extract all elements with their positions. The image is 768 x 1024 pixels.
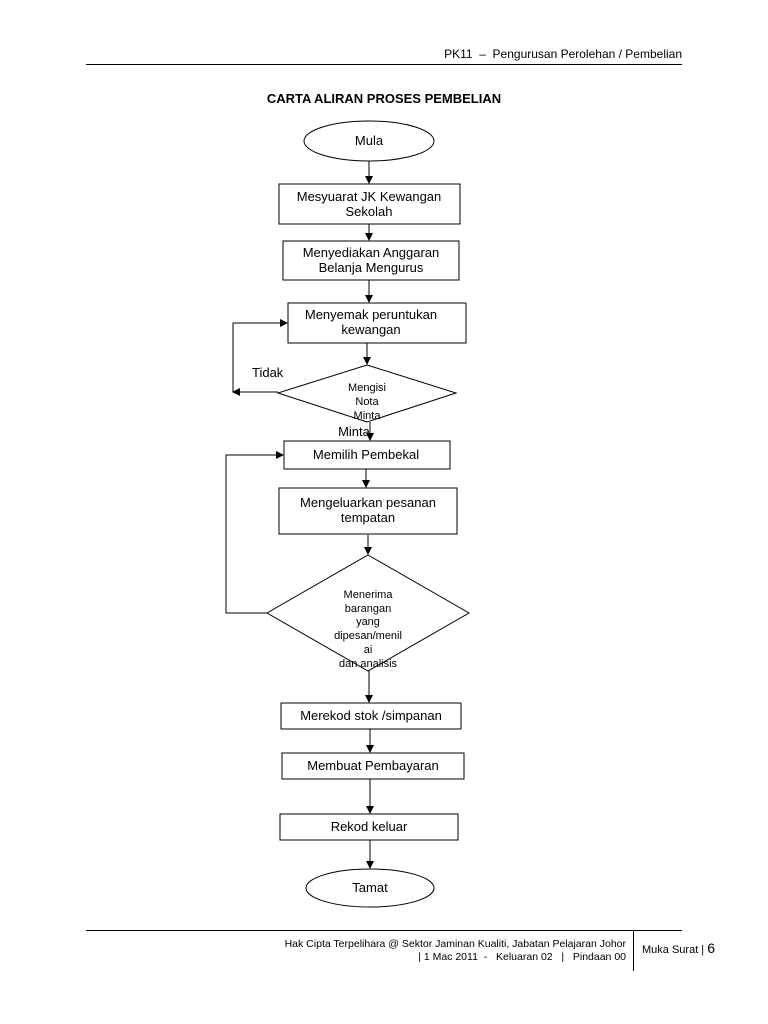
page-number: 6 — [707, 940, 716, 956]
label-tidak: Tidak — [252, 365, 284, 380]
step-pembekal: Memilih Pembekal — [283, 440, 451, 470]
step-rekod-keluar: Rekod keluar — [279, 813, 459, 841]
svg-text:Rekod keluar: Rekod keluar — [331, 819, 408, 834]
svg-text:Menyemak peruntukan: Menyemak peruntukan — [305, 307, 437, 322]
svg-text:dan analisis: dan analisis — [339, 658, 398, 670]
decision-menerima-barangan: Menerima barangan yang dipesan/menil ai … — [265, 554, 471, 672]
svg-text:Nota: Nota — [355, 396, 379, 408]
page-title: CARTA ALIRAN PROSES PEMBELIAN — [266, 91, 502, 106]
svg-text:Merekod stok /simpanan: Merekod stok /simpanan — [300, 708, 442, 723]
loop-d2-s4 — [225, 451, 284, 614]
footer-line1: Hak Cipta Terpelihara @ Sektor Jaminan K… — [284, 938, 626, 950]
svg-text:kewangan: kewangan — [341, 322, 400, 337]
svg-text:Mengisi: Mengisi — [348, 382, 386, 394]
svg-text:Menyediakan Anggaran: Menyediakan Anggaran — [303, 245, 440, 260]
footer-divider — [633, 931, 634, 971]
step-anggaran: Menyediakan Anggaran Belanja Mengurus — [282, 240, 460, 281]
step-pesanan: Mengeluarkan pesanan tempatan — [278, 487, 458, 535]
svg-text:barangan: barangan — [345, 603, 392, 615]
svg-text:tempatan: tempatan — [341, 510, 395, 525]
end-label: Tamat — [352, 880, 388, 895]
decision-nota-minta: Mengisi Nota Minta — [276, 364, 458, 423]
footer-copyright: Hak Cipta Terpelihara @ Sektor Jaminan K… — [285, 938, 626, 964]
svg-text:Sekolah: Sekolah — [346, 204, 393, 219]
footer-page: Muka Surat | 6 — [642, 940, 715, 956]
decision-overflow-label: Minta — [338, 424, 371, 439]
svg-text:yang: yang — [356, 616, 380, 628]
step-peruntukan: Menyemak peruntukan kewangan — [287, 302, 467, 344]
svg-text:Memilih Pembekal: Memilih Pembekal — [313, 447, 419, 462]
svg-text:Mesyuarat JK Kewangan: Mesyuarat JK Kewangan — [297, 189, 442, 204]
svg-text:ai: ai — [364, 644, 373, 656]
start-label: Mula — [355, 133, 384, 148]
step-merekod-stok: Merekod stok /simpanan — [280, 702, 462, 730]
connectors — [225, 161, 374, 869]
step-pembayaran: Membuat Pembayaran — [281, 752, 465, 780]
svg-text:Mengeluarkan pesanan: Mengeluarkan pesanan — [300, 495, 436, 510]
header-rule — [86, 64, 682, 65]
loop-d1-s3 — [232, 319, 288, 392]
footer-line2: | 1 Mac 2011 - Keluaran 02 | Pindaan 00 — [418, 951, 626, 963]
svg-text:Menerima: Menerima — [344, 589, 394, 601]
end-node: Tamat — [305, 868, 435, 908]
svg-text:dipesan/menil: dipesan/menil — [334, 630, 402, 642]
start-node: Mula — [303, 120, 435, 162]
svg-text:Membuat Pembayaran: Membuat Pembayaran — [307, 758, 439, 773]
page-label: Muka Surat | — [642, 944, 705, 956]
header-text: PK11 – Pengurusan Perolehan / Pembelian — [444, 47, 682, 61]
svg-text:Minta: Minta — [354, 410, 382, 422]
step-mesyuarat: Mesyuarat JK Kewangan Sekolah — [278, 183, 461, 225]
footer-rule — [86, 930, 682, 931]
svg-text:Belanja Mengurus: Belanja Mengurus — [319, 260, 424, 275]
